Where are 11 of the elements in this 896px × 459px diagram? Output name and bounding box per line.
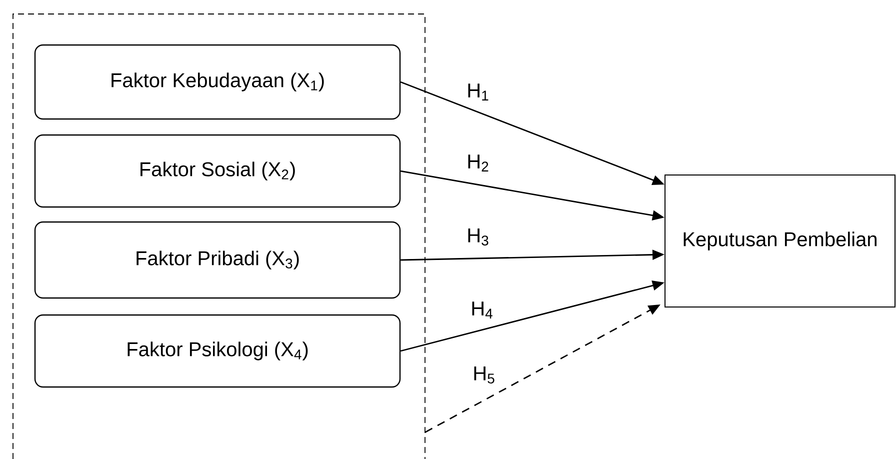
factor-box: Faktor Psikologi (X$_{4}$): [34, 314, 401, 388]
edge-label: H$_{5}$: [474, 366, 494, 384]
edge-label: H$_{3}$: [468, 228, 488, 246]
factor-box: Faktor Sosial (X$_{2}$): [34, 134, 401, 208]
factor-box: Faktor Pribadi (X$_{3}$): [34, 221, 401, 299]
edge-label: H$_{4}$: [472, 302, 492, 318]
dashed-frame: [12, 14, 426, 459]
factor-box: Faktor Kebudayaan (X$_{1}$): [34, 44, 401, 120]
edge-label: H$_{1}$: [468, 84, 488, 100]
edge-label: H$_{2}$: [468, 154, 488, 172]
outcome-box: Keputusan Pembelian: [664, 174, 896, 308]
